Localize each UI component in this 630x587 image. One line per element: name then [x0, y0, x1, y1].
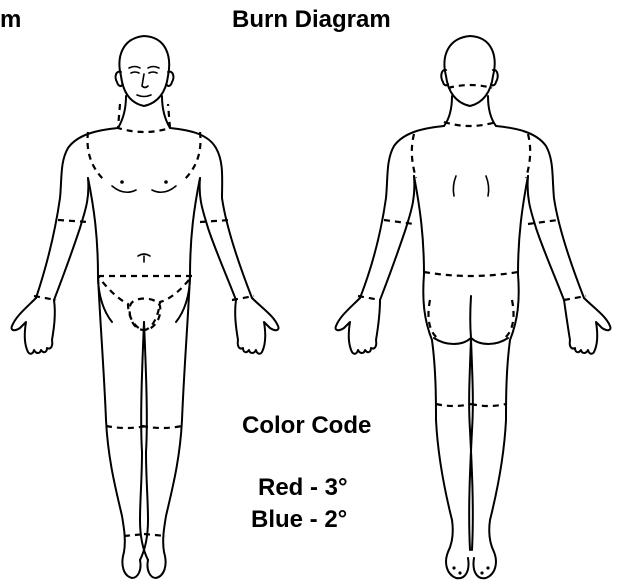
back-right-elbow-zone: [528, 220, 558, 224]
back-right-heel-dot-2: [486, 566, 489, 569]
back-right-shoulder-zone: [526, 134, 530, 178]
front-left-pec: [112, 186, 136, 192]
color-code-entry-blue: Blue - 2°: [251, 506, 347, 534]
back-right-arm-inner: [528, 176, 564, 300]
front-right-brow: [148, 67, 159, 69]
back-left-scapula: [453, 176, 456, 196]
back-left-shoulder-arm-outer: [360, 126, 444, 298]
back-right-hand: [564, 298, 611, 354]
color-code-entry-red: Red - 3°: [258, 474, 348, 502]
front-left-wrist-zone: [34, 296, 56, 300]
front-left-eye: [131, 72, 139, 73]
back-right-shoulder-arm-outer: [496, 126, 584, 298]
front-neck-left: [118, 96, 126, 128]
front-left-nipple: [120, 180, 124, 184]
front-right-nipple: [164, 180, 168, 184]
back-left-buttock-crease: [434, 338, 471, 344]
front-right-eye: [149, 72, 157, 73]
back-torso-left: [414, 176, 424, 274]
front-navel: [138, 254, 150, 262]
back-body-figure: [335, 36, 610, 578]
front-left-knee-zone: [106, 426, 146, 428]
front-right-elbow-zone: [200, 220, 230, 222]
color-code-title: Color Code: [242, 412, 371, 440]
back-left-heel-dot-1: [452, 566, 455, 569]
front-left-brow: [129, 67, 140, 69]
back-torso-right: [518, 176, 528, 274]
back-left-wrist-zone: [358, 296, 380, 300]
back-waist-zone: [424, 272, 518, 276]
front-right-shoulder-zone: [184, 132, 200, 180]
back-left-knee-zone: [436, 404, 471, 406]
back-gluteal-cleft: [470, 296, 471, 338]
front-nose: [142, 74, 148, 88]
back-left-heel-dot-2: [458, 571, 461, 574]
back-neck-right: [488, 96, 496, 126]
front-left-shoulder-zone: [88, 132, 104, 180]
back-right-buttock-crease: [471, 338, 508, 344]
front-left-shoulder-arm-outer: [36, 128, 118, 298]
back-right-scapula: [486, 176, 489, 196]
back-legs-inner: [469, 338, 473, 550]
front-left-ankle-zone: [124, 534, 146, 536]
back-left-elbow-zone: [384, 220, 414, 224]
back-left-arm-inner: [380, 176, 414, 300]
back-left-buttock-leg-outer: [423, 274, 468, 578]
front-right-hand: [235, 298, 278, 354]
front-body-figure: [11, 36, 278, 578]
front-right-pec: [152, 186, 176, 192]
front-right-shoulder-arm-outer: [170, 128, 252, 298]
back-left-hand: [335, 298, 380, 354]
front-right-knee-zone: [142, 426, 182, 428]
front-left-elbow-zone: [58, 220, 88, 222]
front-mouth: [137, 95, 151, 97]
back-left-shoulder-zone: [412, 134, 416, 178]
front-left-hand: [11, 298, 54, 354]
back-right-buttock-leg-outer: [474, 274, 519, 578]
back-right-heel-dot-1: [480, 571, 483, 574]
back-right-knee-zone: [471, 404, 506, 406]
